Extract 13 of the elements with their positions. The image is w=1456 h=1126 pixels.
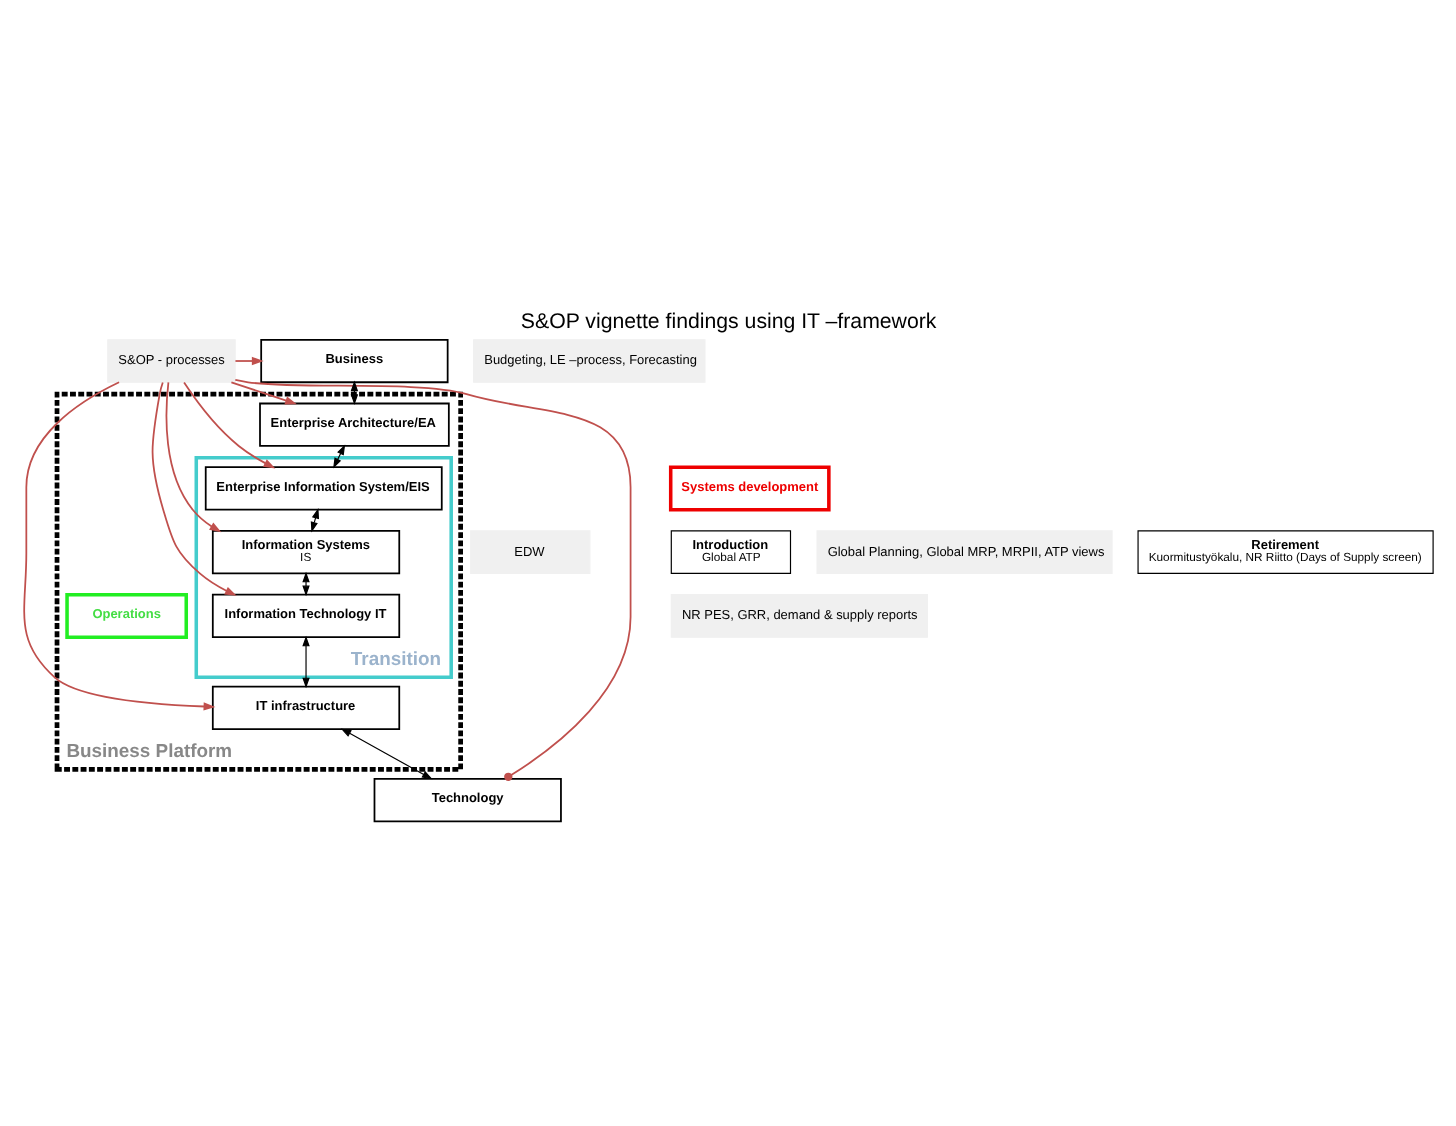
arrow bbox=[310, 507, 320, 532]
arrow bbox=[302, 570, 310, 596]
arrow bbox=[340, 727, 433, 779]
arrow bbox=[151, 380, 237, 595]
arrow bbox=[23, 380, 216, 710]
arrow bbox=[234, 355, 264, 365]
arrow bbox=[183, 380, 276, 468]
arrow bbox=[230, 380, 297, 404]
arrow bbox=[333, 443, 346, 468]
diagram-title: S&OP vignette findings using IT –framework bbox=[520, 309, 937, 334]
arrow bbox=[165, 380, 222, 532]
connector bbox=[234, 378, 632, 780]
arrow bbox=[302, 634, 310, 688]
